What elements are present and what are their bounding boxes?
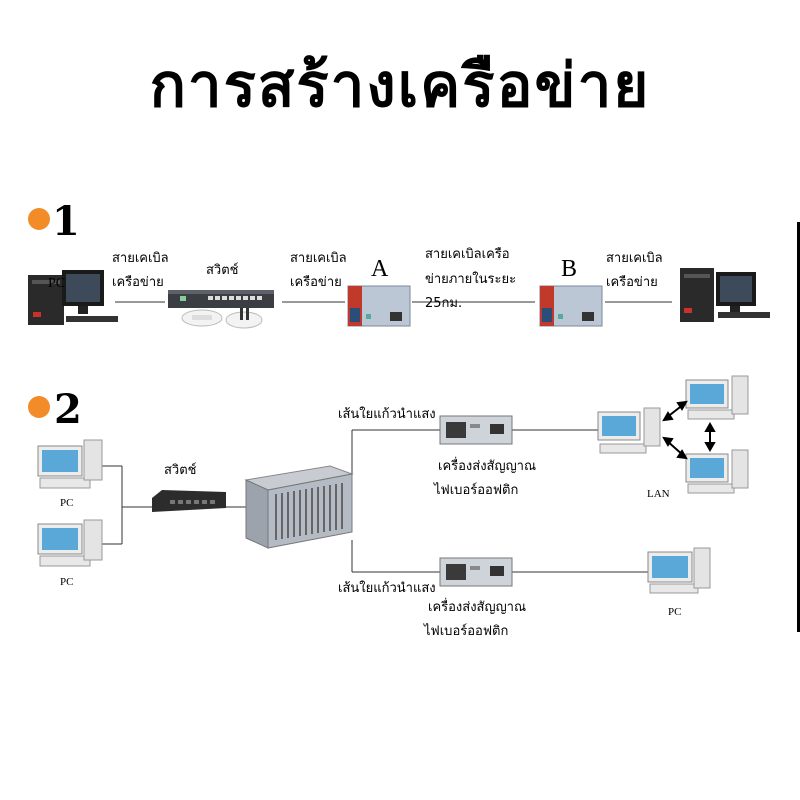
fiber-cable-line2: ข่ายภายในระยะ: [425, 272, 517, 287]
transmitter-bottom-line1: เครื่องส่งสัญญาณ: [428, 600, 527, 615]
transmitter-top-line2: ไฟเบอร์ออฟติก: [434, 483, 519, 498]
media-converter-a-icon: [347, 285, 411, 327]
bullet-dot-2: [28, 396, 50, 418]
cable2-line2: เครือข่าย: [290, 275, 342, 290]
cable1-line1: สายเคเบิล: [112, 251, 169, 266]
fiber-cable-line3: 25กม.: [425, 296, 463, 311]
page-title: การสร้างเครือข่าย: [149, 51, 651, 121]
lan-pc-main-icon: [597, 407, 661, 454]
lan-pc-top-icon: [685, 375, 749, 420]
pc-left-label: PC: [48, 276, 66, 291]
right-edge-bar: [797, 222, 800, 632]
pc1-label: PC: [60, 497, 74, 509]
media-converter-b-icon: [539, 285, 603, 327]
lan-pc-bottom-icon: [685, 449, 749, 494]
pc3-label: PC: [668, 606, 682, 618]
converter-a-label: A: [371, 256, 389, 282]
section-number-1: 1: [52, 198, 80, 245]
pc-left-icon: [28, 270, 118, 325]
pc2-icon: [37, 519, 103, 567]
cable3-line1: สายเคเบิล: [606, 251, 663, 266]
converter-b-label: B: [561, 256, 578, 282]
lan-label: LAN: [647, 488, 670, 500]
switch2-icon: [152, 490, 226, 512]
pc2-label: PC: [60, 576, 74, 588]
cable1-line2: เครือข่าย: [112, 275, 164, 290]
diagram1-graphics: [28, 268, 770, 329]
fiber-top-label: เส้นใยแก้วนำแสง: [338, 407, 436, 422]
pc1-icon: [37, 439, 103, 489]
diagram2-graphics: [37, 375, 749, 594]
cable2-line1: สายเคเบิล: [290, 251, 347, 266]
fiber-cable-line1: สายเคเบิลเครือ: [425, 247, 510, 262]
cable3-line2: เครือข่าย: [606, 275, 658, 290]
switch1-label: สวิตช์: [206, 263, 239, 278]
fiber-transmitter-top-icon: [439, 415, 513, 445]
lan-arrows: [662, 400, 716, 460]
switch-device-icon: [168, 290, 274, 329]
converter-chassis-icon: [244, 465, 354, 549]
pc-right-icon: [680, 268, 770, 322]
pc3-icon: [647, 547, 711, 594]
fiber-bottom-label: เส้นใยแก้วนำแสง: [338, 581, 436, 596]
bullet-dot-1: [28, 208, 50, 230]
section-number-2: 2: [54, 386, 82, 433]
transmitter-top-line1: เครื่องส่งสัญญาณ: [438, 459, 537, 474]
switch2-label: สวิตช์: [164, 463, 197, 478]
fiber-transmitter-bottom-icon: [439, 557, 513, 587]
transmitter-bottom-line2: ไฟเบอร์ออฟติก: [424, 624, 509, 639]
